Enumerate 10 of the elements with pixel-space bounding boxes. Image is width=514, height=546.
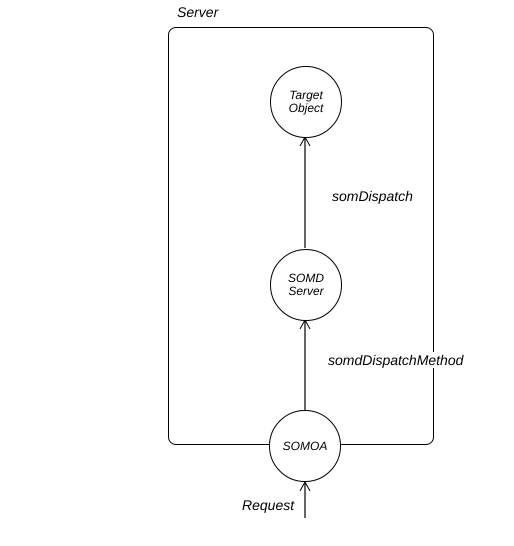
frame-title: Server: [177, 4, 218, 20]
node-label: Target Object: [288, 89, 325, 115]
edge-label: Request: [240, 497, 296, 513]
arrow: [300, 136, 310, 248]
node-label: SOMOA: [282, 440, 328, 452]
node-label: SOMD Server: [287, 272, 325, 298]
arrow: [300, 482, 310, 518]
edge-label: somdDispatchMethod: [326, 352, 466, 368]
arrow: [300, 320, 310, 410]
edge-label: somDispatch: [330, 188, 415, 204]
